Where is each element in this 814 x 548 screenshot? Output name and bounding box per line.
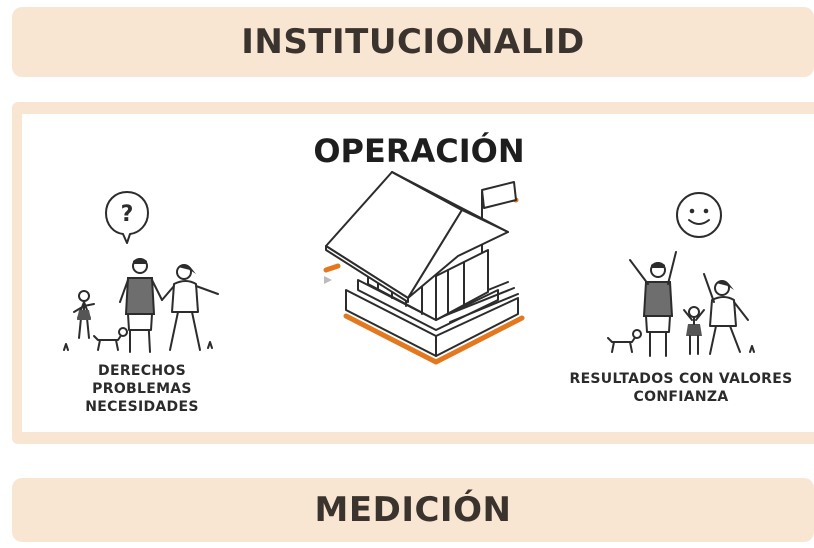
right-caption: RESULTADOS CON VALORES CONFIANZA bbox=[556, 370, 806, 406]
smiley-icon bbox=[676, 192, 722, 238]
header-title: INSTITUCIONALID bbox=[241, 22, 585, 62]
footer-title: MEDICIÓN bbox=[314, 490, 512, 530]
caption-line-confianza: CONFIANZA bbox=[633, 389, 729, 405]
family-icon bbox=[63, 258, 219, 353]
operation-title: OPERACIÓN bbox=[313, 132, 525, 170]
left-caption: DERECHOS PROBLEMAS NECESIDADES bbox=[62, 362, 222, 416]
institution-building-icon bbox=[323, 171, 525, 365]
celebrating-family-icon bbox=[607, 251, 755, 357]
footer-band: MEDICIÓN bbox=[12, 478, 814, 542]
question-mark: ? bbox=[121, 202, 134, 227]
question-bubble-icon: ? bbox=[105, 191, 149, 244]
header-band: INSTITUCIONALID bbox=[12, 7, 814, 77]
caption-line-derechos: DERECHOS bbox=[98, 363, 186, 379]
caption-line-problemas: PROBLEMAS bbox=[92, 381, 192, 397]
caption-line-resultados: RESULTADOS CON VALORES bbox=[569, 371, 793, 387]
caption-line-necesidades: NECESIDADES bbox=[85, 399, 199, 415]
